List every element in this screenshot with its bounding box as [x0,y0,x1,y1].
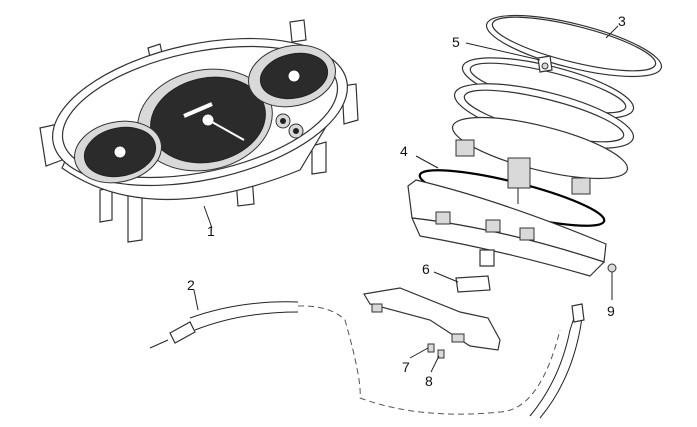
callout-3: 3 [618,13,626,29]
lens-cover [485,14,663,78]
callout-1: 1 [207,223,215,239]
screw-small-7 [427,343,435,353]
instrument-cluster-assembly [39,19,359,243]
clip [537,55,553,73]
callout-6: 6 [422,261,430,277]
callout-2: 2 [187,277,195,293]
callout-4: 4 [400,143,408,159]
gauge-ring-layers [451,57,635,180]
callout-7: 7 [402,359,410,375]
callout-8: 8 [425,373,433,389]
rear-housing [407,179,607,277]
screw-9 [607,263,617,273]
leader-lines [193,25,619,373]
screw-small-8 [437,349,445,359]
speedometer-cable [149,301,585,419]
bulb-holders [455,139,591,204]
callout-5: 5 [452,34,460,50]
connector [455,275,491,293]
callout-labels: 1 2 3 4 5 6 7 8 9 [187,13,626,389]
mounting-bracket-plate [363,287,501,351]
callout-9: 9 [607,303,615,319]
